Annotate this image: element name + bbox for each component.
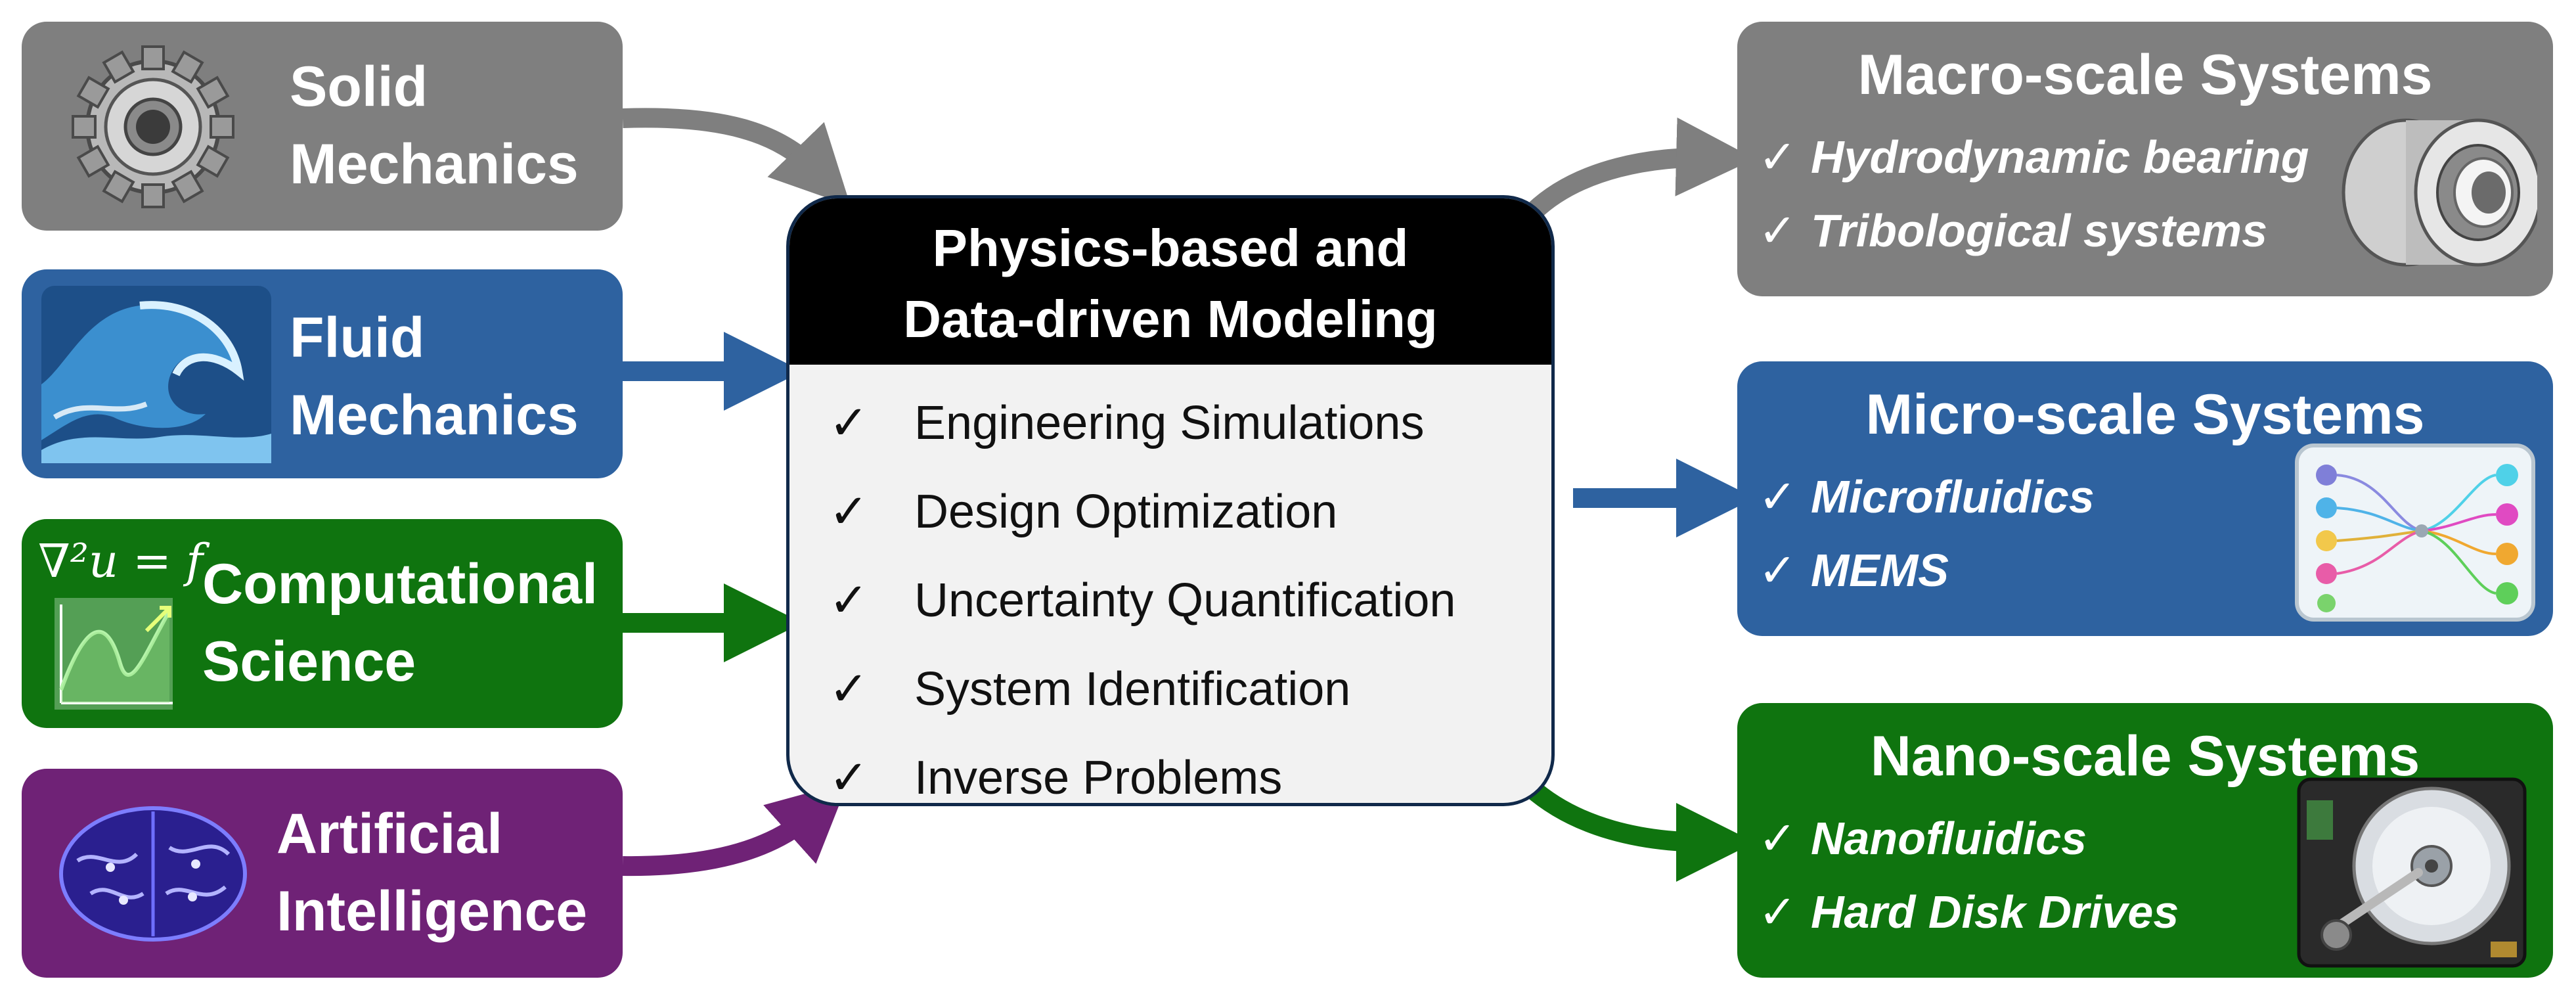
center-title-line1: Physics-based and bbox=[932, 219, 1409, 277]
output-item-label: Hard Disk Drives bbox=[1811, 886, 2179, 938]
arrow-solid-to-center bbox=[622, 108, 851, 206]
input-label-line1: Fluid bbox=[290, 306, 425, 369]
output-item: ✓ MEMS bbox=[1758, 534, 2095, 607]
input-label-line2: Mechanics bbox=[290, 133, 579, 196]
center-item-label: Uncertainty Quantification bbox=[914, 574, 1456, 627]
output-item: ✓ Hard Disk Drives bbox=[1758, 875, 2179, 949]
input-label-line1: Computational bbox=[202, 553, 598, 616]
input-box-solid-mechanics: Solid Mechanics bbox=[22, 22, 623, 231]
output-title: Micro-scale Systems bbox=[1865, 383, 2425, 446]
output-title: Macro-scale Systems bbox=[1857, 43, 2433, 106]
input-box-computational-science: ∇²u = f Computational Science bbox=[22, 519, 623, 728]
input-label-line2: Mechanics bbox=[290, 384, 579, 447]
center-item: ✓ System Identification bbox=[829, 645, 1455, 734]
output-item-label: Hydrodynamic bearing bbox=[1811, 131, 2309, 183]
center-item-label: System Identification bbox=[914, 663, 1351, 716]
hard-disk-icon bbox=[2297, 777, 2527, 968]
center-title: Physics-based and Data-driven Modeling bbox=[789, 198, 1551, 365]
output-item-list: ✓ Nanofluidics ✓ Hard Disk Drives bbox=[1758, 802, 2179, 949]
output-item: ✓ Microfluidics bbox=[1758, 460, 2095, 534]
output-box-macro-scale: Macro-scale Systems ✓ Hydrodynamic bearin… bbox=[1737, 22, 2553, 296]
output-item-label: Microfluidics bbox=[1811, 471, 2095, 522]
input-label-line2: Intelligence bbox=[277, 880, 588, 943]
center-item: ✓ Inverse Problems bbox=[829, 734, 1455, 804]
check-icon: ✓ bbox=[829, 397, 869, 449]
check-icon: ✓ bbox=[829, 752, 869, 804]
gear-icon bbox=[72, 45, 234, 208]
input-label-line2: Science bbox=[202, 630, 416, 693]
output-item-label: Nanofluidics bbox=[1811, 813, 2087, 864]
output-item-label: MEMS bbox=[1811, 545, 1949, 596]
center-item: ✓ Uncertainty Quantification bbox=[829, 557, 1455, 645]
output-item-list: ✓ Hydrodynamic bearing ✓ Tribological syst… bbox=[1758, 120, 2309, 267]
check-icon: ✓ bbox=[829, 663, 869, 716]
center-title-line2: Data-driven Modeling bbox=[903, 290, 1438, 348]
input-box-artificial-intelligence: Artificial Intelligence bbox=[22, 769, 623, 978]
input-box-fluid-mechanics: Fluid Mechanics bbox=[22, 269, 623, 478]
center-item-label: Design Optimization bbox=[914, 486, 1338, 538]
input-label-line1: Artificial bbox=[277, 802, 503, 865]
center-item: ✓ Design Optimization bbox=[829, 468, 1455, 557]
center-item-label: Inverse Problems bbox=[914, 752, 1283, 804]
check-icon: ✓ bbox=[1758, 205, 1797, 256]
output-title: Nano-scale Systems bbox=[1870, 725, 2420, 788]
check-icon: ✓ bbox=[1758, 813, 1797, 864]
check-icon: ✓ bbox=[1758, 886, 1797, 938]
output-item: ✓ Nanofluidics bbox=[1758, 802, 2179, 875]
output-box-micro-scale: Micro-scale Systems ✓ Microfluidics ✓ MEMS bbox=[1737, 361, 2553, 636]
bearing-icon bbox=[2342, 118, 2537, 267]
center-item-label: Engineering Simulations bbox=[914, 397, 1425, 449]
check-icon: ✓ bbox=[1758, 471, 1797, 522]
microfluidic-chip-icon bbox=[2295, 444, 2535, 622]
output-box-nano-scale: Nano-scale Systems ✓ Nanofluidics ✓ Hard D… bbox=[1737, 703, 2553, 978]
brain-icon bbox=[59, 806, 247, 942]
output-item-label: Tribological systems bbox=[1811, 205, 2268, 256]
check-icon: ✓ bbox=[829, 486, 869, 538]
equation-plot-icon bbox=[55, 598, 173, 710]
arrow-center-to-nano bbox=[1524, 779, 1755, 882]
equation-label: ∇²u = f bbox=[38, 534, 204, 588]
input-label-line1: Solid bbox=[290, 55, 428, 118]
center-item-list: ✓ Engineering Simulations ✓ Design Optimiz… bbox=[829, 379, 1455, 804]
arrow-center-to-macro bbox=[1526, 117, 1755, 219]
check-icon: ✓ bbox=[1758, 131, 1797, 183]
center-item: ✓ Engineering Simulations bbox=[829, 379, 1455, 468]
arrow-ai-to-center bbox=[622, 781, 849, 877]
check-icon: ✓ bbox=[829, 574, 869, 627]
output-item: ✓ Tribological systems bbox=[1758, 194, 2309, 267]
output-item: ✓ Hydrodynamic bearing bbox=[1758, 120, 2309, 194]
output-item-list: ✓ Microfluidics ✓ MEMS bbox=[1758, 460, 2095, 607]
center-modeling-box: Physics-based and Data-driven Modeling ✓… bbox=[786, 195, 1555, 806]
wave-icon bbox=[41, 286, 271, 463]
check-icon: ✓ bbox=[1758, 545, 1797, 596]
